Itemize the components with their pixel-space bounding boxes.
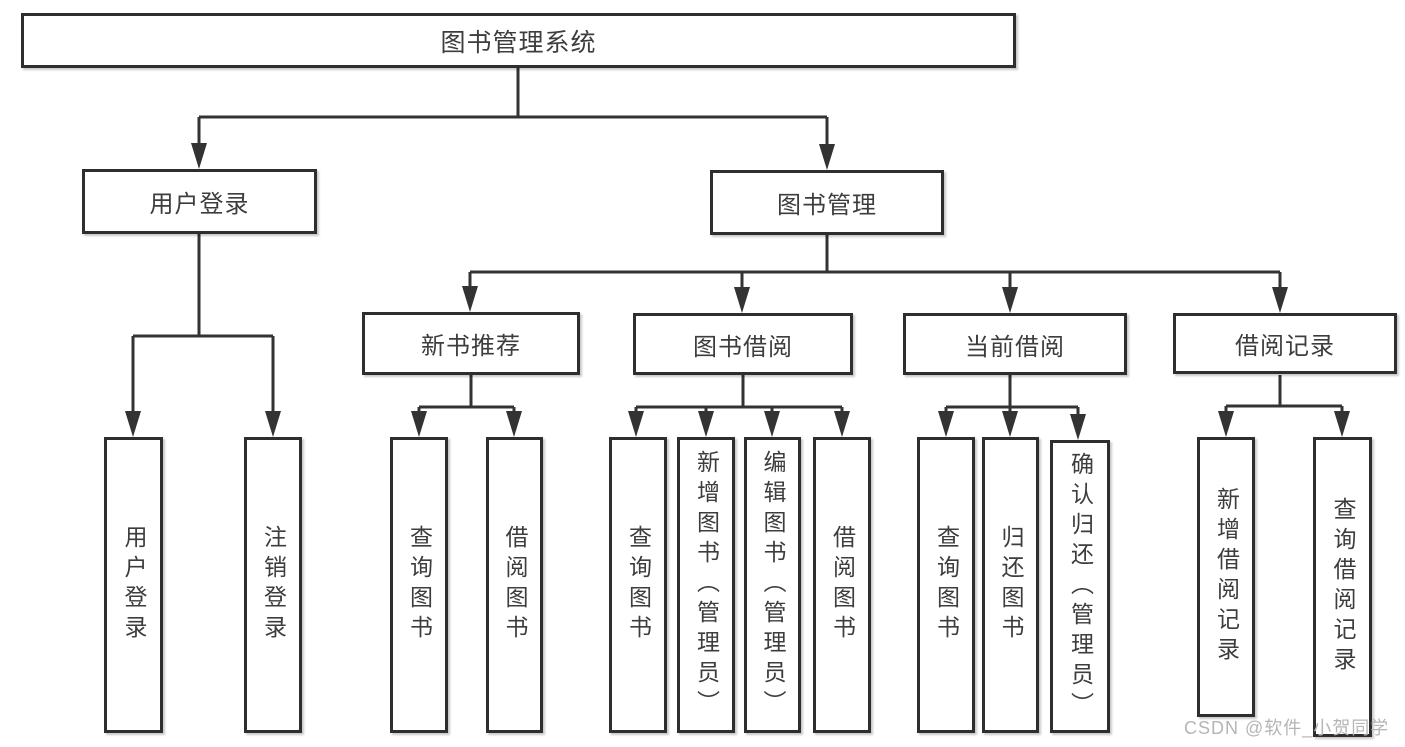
arrowhead	[1002, 411, 1018, 437]
arrowhead	[1070, 414, 1086, 440]
node-label: 借阅图书	[829, 525, 856, 645]
arrowhead	[506, 411, 522, 437]
node-label: 用户登录	[121, 525, 147, 645]
arrowhead	[411, 411, 427, 437]
leaf-borrow-books-nb: 借阅图书	[486, 437, 543, 733]
node-label: 查询借阅记录	[1330, 497, 1356, 677]
connector-new-book-rec-to-leaves	[411, 375, 522, 437]
connector-borrow-records-to-leaves	[1218, 375, 1350, 437]
arrowhead	[191, 143, 207, 169]
arrowhead	[938, 411, 954, 437]
node-label: 新增图书（管理员）	[693, 450, 720, 720]
arrowhead	[698, 411, 714, 437]
node-current-borrowing: 当前借阅	[903, 313, 1127, 375]
arrowhead	[265, 411, 281, 437]
arrowhead	[1272, 287, 1288, 313]
leaf-add-books-admin: 新增图书（管理员）	[677, 437, 735, 733]
connector-book-mgmt-to-level3	[462, 235, 1288, 313]
node-borrowing-records: 借阅记录	[1173, 313, 1397, 374]
leaf-logout: 注销登录	[244, 437, 302, 733]
leaf-query-books-nb: 查询图书	[390, 437, 448, 733]
leaf-query-books-cb: 查询图书	[917, 437, 975, 733]
arrowhead	[1002, 287, 1018, 313]
connector-current-borrow-to-leaves	[938, 375, 1086, 440]
node-label: 归还图书	[998, 525, 1024, 645]
node-new-book-recommendation: 新书推荐	[362, 312, 580, 375]
arrowhead	[819, 144, 835, 170]
arrowhead	[734, 287, 750, 313]
node-label: 用户登录	[149, 191, 250, 218]
node-book-borrowing: 图书借阅	[633, 313, 853, 375]
node-label: 编辑图书（管理员）	[760, 450, 786, 720]
connector-root-to-level2	[191, 68, 835, 170]
leaf-return-books: 归还图书	[982, 437, 1039, 733]
arrowhead	[628, 411, 644, 437]
connector-book-borrow-to-leaves	[628, 375, 850, 437]
node-label: 借阅记录	[1235, 333, 1335, 360]
node-root-library-management-system: 图书管理系统	[21, 13, 1016, 68]
leaf-query-books-bb: 查询图书	[609, 437, 667, 733]
node-label: 查询图书	[406, 525, 433, 645]
node-label: 确认归还（管理员）	[1067, 451, 1094, 722]
node-label: 查询图书	[933, 525, 960, 645]
node-label: 图书管理	[777, 192, 877, 219]
node-label: 当前借阅	[965, 333, 1065, 361]
arrowhead	[764, 411, 780, 437]
arrowhead	[1218, 411, 1234, 437]
leaf-add-borrow-record: 新增借阅记录	[1197, 437, 1255, 717]
leaf-borrow-books-bb: 借阅图书	[813, 437, 871, 733]
arrowhead	[834, 411, 850, 437]
leaf-query-borrow-record: 查询借阅记录	[1313, 437, 1372, 737]
node-label: 注销登录	[260, 525, 287, 645]
node-book-management-group: 图书管理	[710, 170, 944, 235]
node-label: 查询图书	[625, 525, 652, 645]
node-user-login-group: 用户登录	[82, 169, 317, 234]
arrowhead	[462, 286, 478, 312]
arrowhead	[1334, 411, 1350, 437]
leaf-edit-books-admin: 编辑图书（管理员）	[744, 437, 801, 733]
node-label: 图书管理系统	[440, 28, 597, 57]
connector-user-login-to-leaves	[125, 234, 281, 437]
node-label: 图书借阅	[693, 333, 793, 361]
node-label: 新书推荐	[421, 333, 521, 360]
arrowhead	[125, 411, 141, 437]
leaf-user-login: 用户登录	[104, 437, 163, 733]
node-label: 新增借阅记录	[1213, 487, 1240, 667]
node-label: 借阅图书	[502, 525, 528, 645]
csdn-watermark: CSDN @软件_小贺同学	[1184, 718, 1390, 738]
leaf-confirm-return-admin: 确认归还（管理员）	[1050, 440, 1110, 733]
